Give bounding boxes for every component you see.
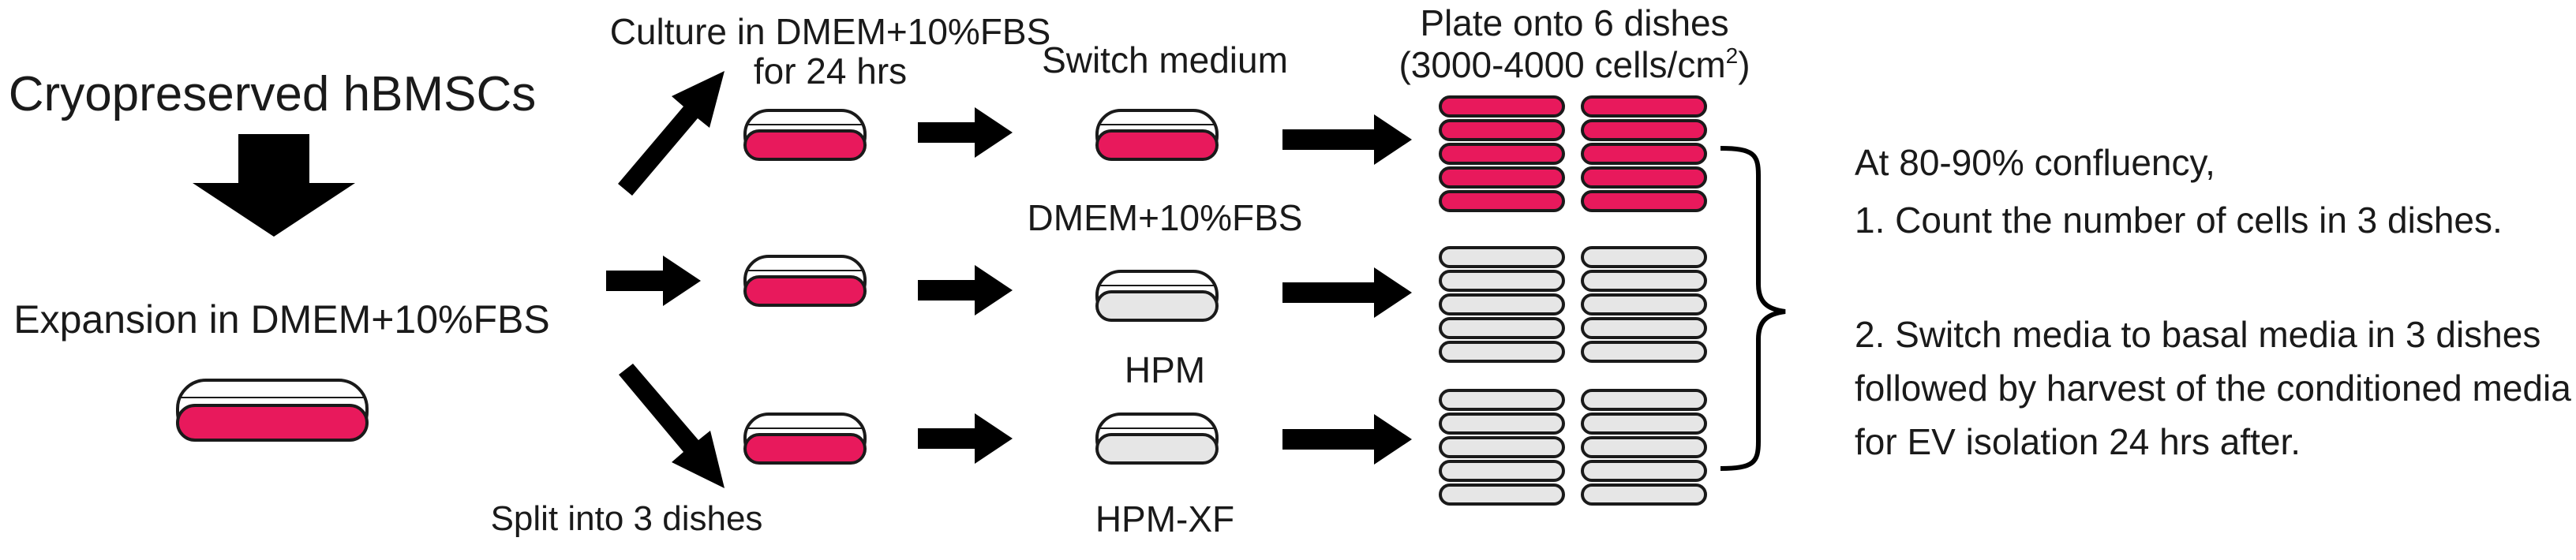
cryopreserved-label: Cryopreserved hBMSCs (9, 67, 536, 121)
split-label: Split into 3 dishes (491, 499, 763, 538)
switch-dish-hpmxf-icon (1095, 413, 1219, 465)
arrow-to-plate-middle-icon (1282, 267, 1412, 318)
arrow-to-switch-middle-icon (918, 265, 1013, 315)
arrow-to-switch-top-icon (918, 107, 1013, 158)
arrow-to-plate-top-icon (1282, 114, 1412, 165)
plate-label-line1: Plate onto 6 dishes (1420, 2, 1728, 43)
plate-label-line2: (3000-4000 cells/cm2) (1398, 43, 1750, 85)
medium-hpmxf-label: HPM-XF (1095, 498, 1234, 539)
culture-dish-top-icon (743, 109, 867, 161)
dish-stack-dmem-left-icon (1440, 97, 1563, 211)
dish-stack-hpm-left-icon (1440, 248, 1563, 361)
notes-line1: At 80-90% confluency, (1855, 142, 2215, 183)
notes-line2: 1. Count the number of cells in 3 dishes… (1855, 200, 2503, 241)
medium-dmem-label: DMEM+10%FBS (1028, 197, 1303, 238)
notes-line3: 2. Switch media to basal media in 3 dish… (1855, 314, 2540, 355)
curly-brace-icon (1720, 146, 1786, 471)
arrow-to-plate-bottom-icon (1282, 414, 1412, 465)
plate-label-prefix: (3000-4000 cells/cm (1398, 44, 1725, 85)
diagonal-arrow-up-icon (618, 71, 724, 196)
dish-stack-dmem-right-icon (1582, 97, 1705, 211)
expansion-label: Expansion in DMEM+10%FBS (13, 297, 549, 342)
culture-dish-middle-icon (743, 255, 867, 307)
diagonal-arrow-down-icon (619, 364, 724, 488)
switch-medium-label: Switch medium (1042, 39, 1288, 80)
branch-arrow-middle-icon (606, 256, 701, 306)
plate-label-suffix: ) (1738, 44, 1750, 85)
dish-stack-hpmxf-left-icon (1440, 390, 1563, 504)
expansion-dish-icon (176, 379, 369, 442)
notes-line4: followed by harvest of the conditioned m… (1855, 368, 2571, 409)
switch-dish-hpm-icon (1095, 270, 1219, 322)
down-arrow-icon (193, 134, 355, 237)
culture-label-line2: for 24 hrs (754, 50, 907, 91)
plate-label-sup: 2 (1726, 43, 1739, 68)
arrow-to-switch-bottom-icon (918, 413, 1013, 464)
switch-dish-dmem-icon (1095, 109, 1219, 161)
culture-dish-bottom-icon (743, 413, 867, 465)
culture-label-line1: Culture in DMEM+10%FBS (610, 11, 1051, 52)
dish-stack-hpm-right-icon (1582, 248, 1705, 361)
dish-stack-hpmxf-right-icon (1582, 390, 1705, 504)
notes-line5: for EV isolation 24 hrs after. (1855, 421, 2301, 462)
medium-hpm-label: HPM (1125, 349, 1205, 390)
